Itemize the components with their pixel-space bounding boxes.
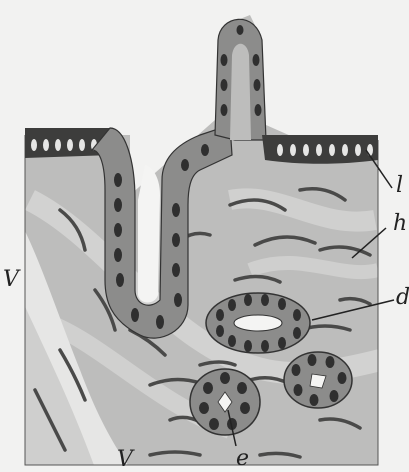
label-e: e xyxy=(236,446,249,471)
label-v-left: V xyxy=(3,267,21,292)
gland-section-d xyxy=(206,293,310,353)
gland-section-small xyxy=(284,352,352,408)
surface-epithelium-right xyxy=(262,135,378,164)
label-d: d xyxy=(396,285,409,310)
villus xyxy=(215,19,266,140)
gland-section-e xyxy=(190,369,260,435)
label-h: h xyxy=(393,211,407,236)
label-l: l xyxy=(396,173,403,198)
label-v-bottom: V xyxy=(117,447,135,472)
